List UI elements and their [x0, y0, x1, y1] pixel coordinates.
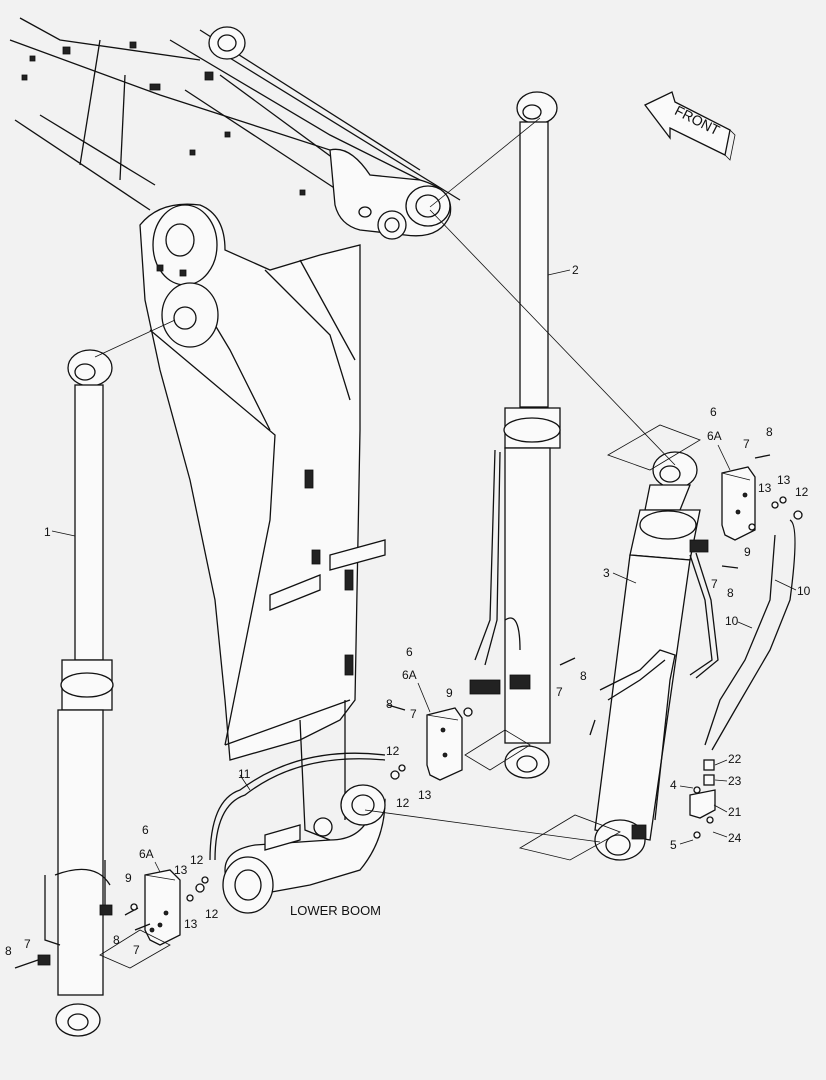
- callout-10-a: 10: [797, 584, 811, 598]
- callout-21: 21: [728, 805, 742, 819]
- callout-9-left: 9: [125, 871, 132, 885]
- callout-13-middle: 13: [418, 788, 432, 802]
- callout-3: 3: [603, 566, 610, 580]
- fittings: [14, 454, 803, 969]
- tube-10-b: [711, 519, 796, 751]
- callout-24: 24: [728, 831, 742, 845]
- callout-4: 4: [670, 778, 677, 792]
- hose-11: [209, 752, 386, 861]
- callout-13-right-b: 13: [758, 481, 772, 495]
- callout-12-l2: 12: [205, 907, 219, 921]
- boom-cylinder-left: [37, 349, 114, 1037]
- callout-11: 11: [238, 767, 251, 781]
- callout-8-l1: 8: [5, 944, 12, 958]
- callout-12-right: 12: [795, 485, 809, 499]
- callout-7-r2: 7: [711, 577, 718, 591]
- callout-13-l2: 13: [184, 917, 198, 931]
- callout-6a-left: 6A: [139, 847, 154, 861]
- callout-2: 2: [572, 263, 579, 277]
- callout-12-m1: 12: [386, 744, 400, 758]
- alignment-lines: [94, 117, 701, 969]
- callout-7-r1: 7: [743, 437, 750, 451]
- callout-10-b: 10: [725, 614, 739, 628]
- callout-9-middle: 9: [446, 686, 453, 700]
- callout-7-m1: 7: [410, 707, 417, 721]
- callout-12-m2: 12: [396, 796, 410, 810]
- callout-6-left: 6: [142, 823, 149, 837]
- callout-22: 22: [728, 752, 742, 766]
- callout-13-right: 13: [777, 473, 791, 487]
- callout-13-l1: 13: [174, 863, 188, 877]
- callout-6a-right: 6A: [707, 429, 722, 443]
- callout-8-r2: 8: [727, 586, 734, 600]
- callout-6-middle: 6: [406, 645, 413, 659]
- callout-23: 23: [728, 774, 742, 788]
- callout-6a-middle: 6A: [402, 668, 417, 682]
- callout-8-m2: 8: [580, 669, 587, 683]
- callout-7-l1: 7: [24, 937, 31, 951]
- valve-block-left: [144, 869, 181, 946]
- callout-7-m2: 7: [556, 685, 563, 699]
- boom-cylinder-middle: [469, 91, 561, 779]
- callout-12-l1: 12: [190, 853, 204, 867]
- callout-8-m1: 8: [386, 697, 393, 711]
- valve-block-right: [721, 466, 756, 541]
- callout-9-right: 9: [744, 545, 751, 559]
- tube-10-a: [704, 534, 776, 746]
- lower-boom-body: [139, 203, 386, 914]
- callout-5: 5: [670, 838, 677, 852]
- callout-6-right: 6: [710, 405, 717, 419]
- lower-boom-label: LOWER BOOM: [290, 903, 381, 918]
- leader-lines: [51, 269, 797, 873]
- boom-cylinder-right: [589, 451, 719, 861]
- callout-7-l2: 7: [133, 943, 140, 957]
- callouts: 1 2 3 6 6A 6 6A 6 6A 7 7 7 7 7 7 8 8 8 8…: [5, 263, 811, 958]
- callout-8-l2: 8: [113, 933, 120, 947]
- valve-block-middle: [426, 707, 463, 781]
- callout-1: 1: [44, 525, 51, 539]
- callout-8-r1: 8: [766, 425, 773, 439]
- boom-upper-structure: [9, 17, 461, 240]
- front-direction-arrow: FRONT: [644, 91, 736, 161]
